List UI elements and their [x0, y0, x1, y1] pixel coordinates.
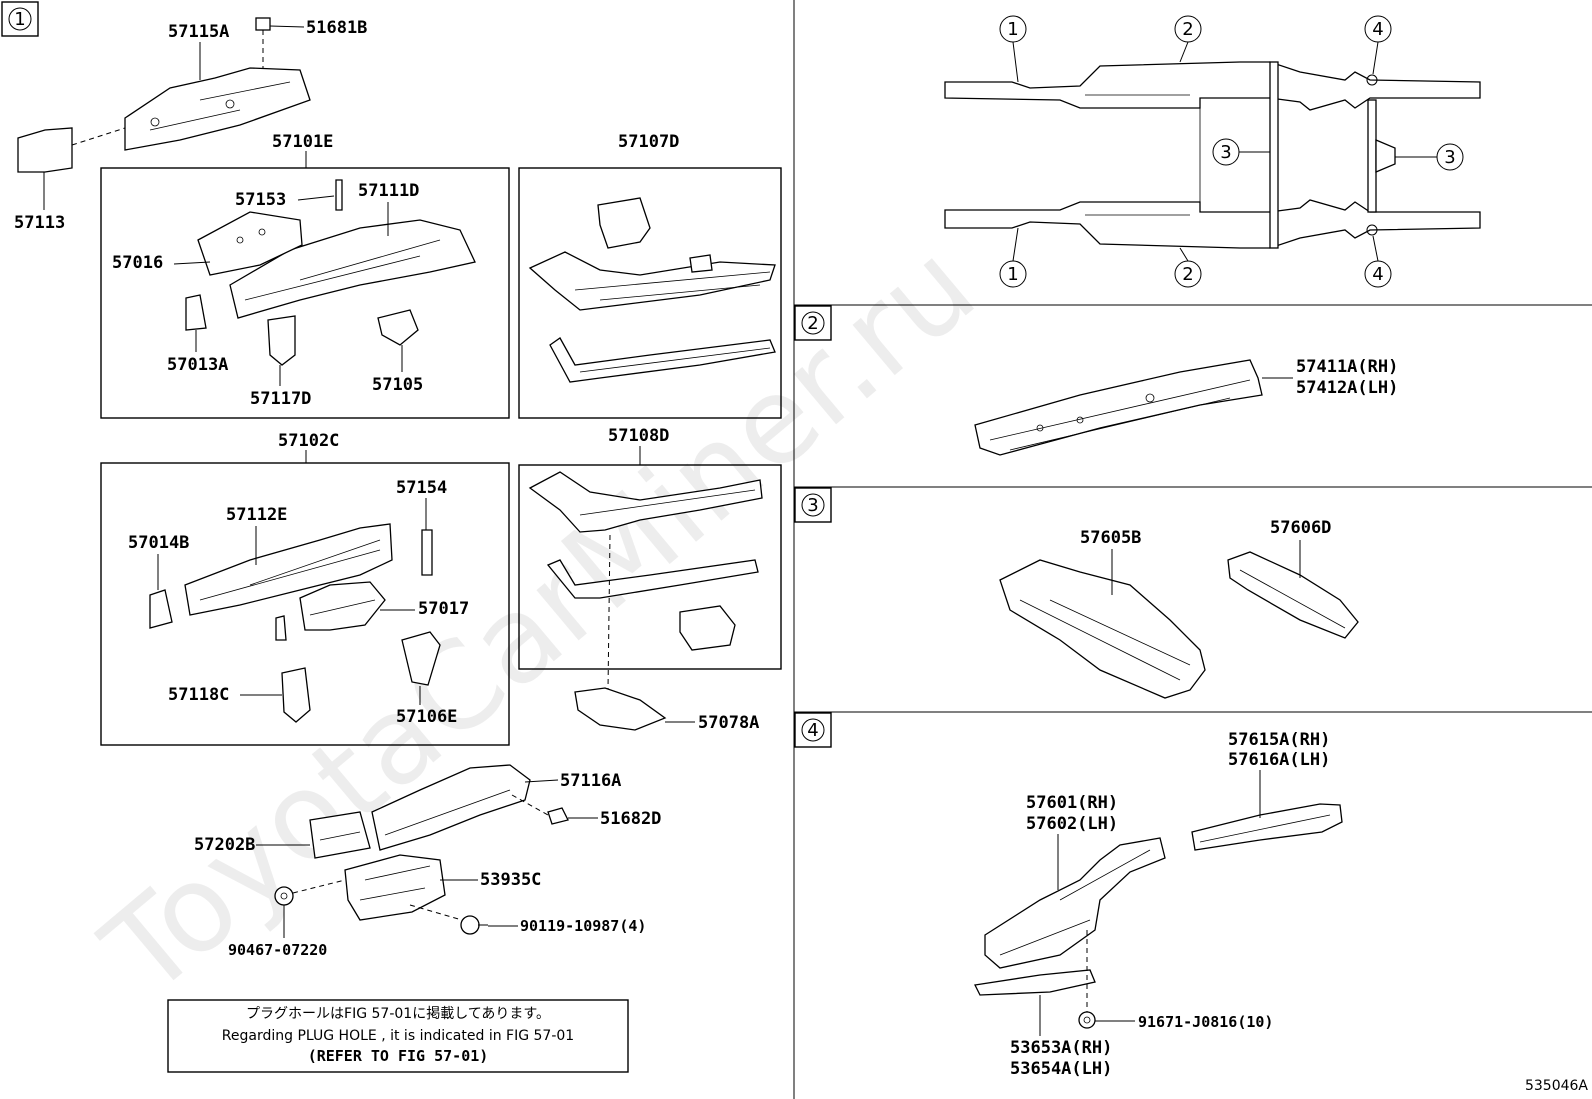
frame-callout-1-top: 1	[1007, 19, 1018, 40]
label-57615A-RH: 57615A(RH)	[1228, 730, 1330, 750]
label-57105: 57105	[372, 375, 423, 395]
frame-callout-4-top: 4	[1372, 19, 1383, 40]
note-refer: (REFER TO FIG 57-01)	[308, 1047, 489, 1065]
label-53654A-LH: 53654A(LH)	[1010, 1059, 1112, 1079]
note-english: Regarding PLUG HOLE , it is indicated in…	[222, 1028, 574, 1044]
section-marker-2: 2	[794, 305, 832, 341]
part-57116A-drawing	[371, 764, 531, 851]
label-57013A: 57013A	[167, 355, 228, 375]
part-53653A-drawing	[974, 969, 1096, 996]
section-marker-3-label: 3	[807, 495, 818, 516]
label-57108D: 57108D	[608, 426, 669, 446]
frame-callout-3-left: 3	[1220, 142, 1231, 163]
frame-callout-2-bottom: 2	[1182, 264, 1193, 285]
section-marker-3: 3	[794, 487, 832, 523]
label-57106E: 57106E	[396, 707, 457, 727]
label-57116A: 57116A	[560, 771, 621, 791]
label-57601-RH: 57601(RH)	[1026, 793, 1118, 813]
section-marker-2-label: 2	[807, 313, 818, 334]
label-57616A-LH: 57616A(LH)	[1228, 750, 1330, 770]
label-90119-10987: 90119-10987(4)	[520, 917, 646, 935]
part-57601-drawing	[984, 837, 1166, 969]
label-57014B: 57014B	[128, 533, 189, 553]
frame-callout-1-bottom: 1	[1007, 264, 1018, 285]
label-57118C: 57118C	[168, 685, 229, 705]
label-57605B: 57605B	[1080, 528, 1141, 548]
box-57102C	[100, 462, 510, 746]
label-57112E: 57112E	[226, 505, 287, 525]
section-marker-1-label: 1	[14, 9, 25, 30]
label-57202B: 57202B	[194, 835, 255, 855]
label-57412A-LH: 57412A(LH)	[1296, 378, 1398, 398]
label-57154: 57154	[396, 478, 447, 498]
label-90467-07220: 90467-07220	[228, 941, 327, 959]
part-91671-J0816-drawing	[1078, 1011, 1096, 1029]
note-box: プラグホールはFIG 57-01に掲載してあります。 Regarding PLU…	[167, 999, 629, 1073]
label-57016: 57016	[112, 253, 163, 273]
part-57411A-drawing	[974, 359, 1263, 456]
page-id: 535046A	[1525, 1078, 1588, 1094]
frame-callout-2-top: 2	[1182, 19, 1193, 40]
watermark: ToyotaCarMiner.ru	[79, 217, 1002, 1023]
note-japanese: プラグホールはFIG 57-01に掲載してあります。	[246, 1006, 550, 1022]
box-57108D	[518, 464, 782, 670]
frame-overview	[944, 61, 1481, 249]
label-57117D: 57117D	[250, 389, 311, 409]
part-57115A-drawing	[124, 67, 311, 151]
label-57606D: 57606D	[1270, 518, 1331, 538]
part-57606D-drawing	[1227, 551, 1359, 639]
part-53935C-drawing	[344, 854, 446, 921]
frame-callout-3-right: 3	[1444, 147, 1455, 168]
part-57615A-drawing	[1191, 803, 1343, 851]
label-57101E: 57101E	[272, 132, 333, 152]
part-51681B-drawing	[255, 17, 271, 31]
part-57202B-drawing	[309, 811, 371, 859]
frame-callouts: 1 1 2 2 3 3 4 4	[999, 15, 1464, 288]
part-57605B-drawing	[999, 559, 1206, 699]
label-57111D: 57111D	[358, 181, 419, 201]
part-90119-10987-drawing	[460, 915, 488, 935]
frame-callout-4-bottom: 4	[1372, 264, 1383, 285]
label-57107D: 57107D	[618, 132, 679, 152]
box-57101E	[100, 167, 510, 419]
part-57113-drawing	[17, 127, 73, 173]
label-57153: 57153	[235, 190, 286, 210]
part-57078A-drawing	[574, 687, 667, 731]
label-57102C: 57102C	[278, 431, 339, 451]
label-57602-LH: 57602(LH)	[1026, 814, 1118, 834]
section-marker-4: 4	[794, 712, 832, 748]
box-57107D	[518, 167, 782, 419]
label-57115A: 57115A	[168, 22, 229, 42]
label-91671-J0816: 91671-J0816(10)	[1138, 1013, 1273, 1031]
label-53935C: 53935C	[480, 870, 541, 890]
label-51681B: 51681B	[306, 18, 367, 38]
part-51682D-drawing	[547, 807, 569, 825]
label-57113: 57113	[14, 213, 65, 233]
label-57078A: 57078A	[698, 713, 759, 733]
label-57017: 57017	[418, 599, 469, 619]
part-90467-07220-drawing	[274, 886, 294, 906]
section-marker-4-label: 4	[807, 720, 818, 741]
label-53653A-RH: 53653A(RH)	[1010, 1038, 1112, 1058]
section-marker-1: 1	[1, 1, 39, 37]
label-57411A-RH: 57411A(RH)	[1296, 357, 1398, 377]
label-51682D: 51682D	[600, 809, 661, 829]
